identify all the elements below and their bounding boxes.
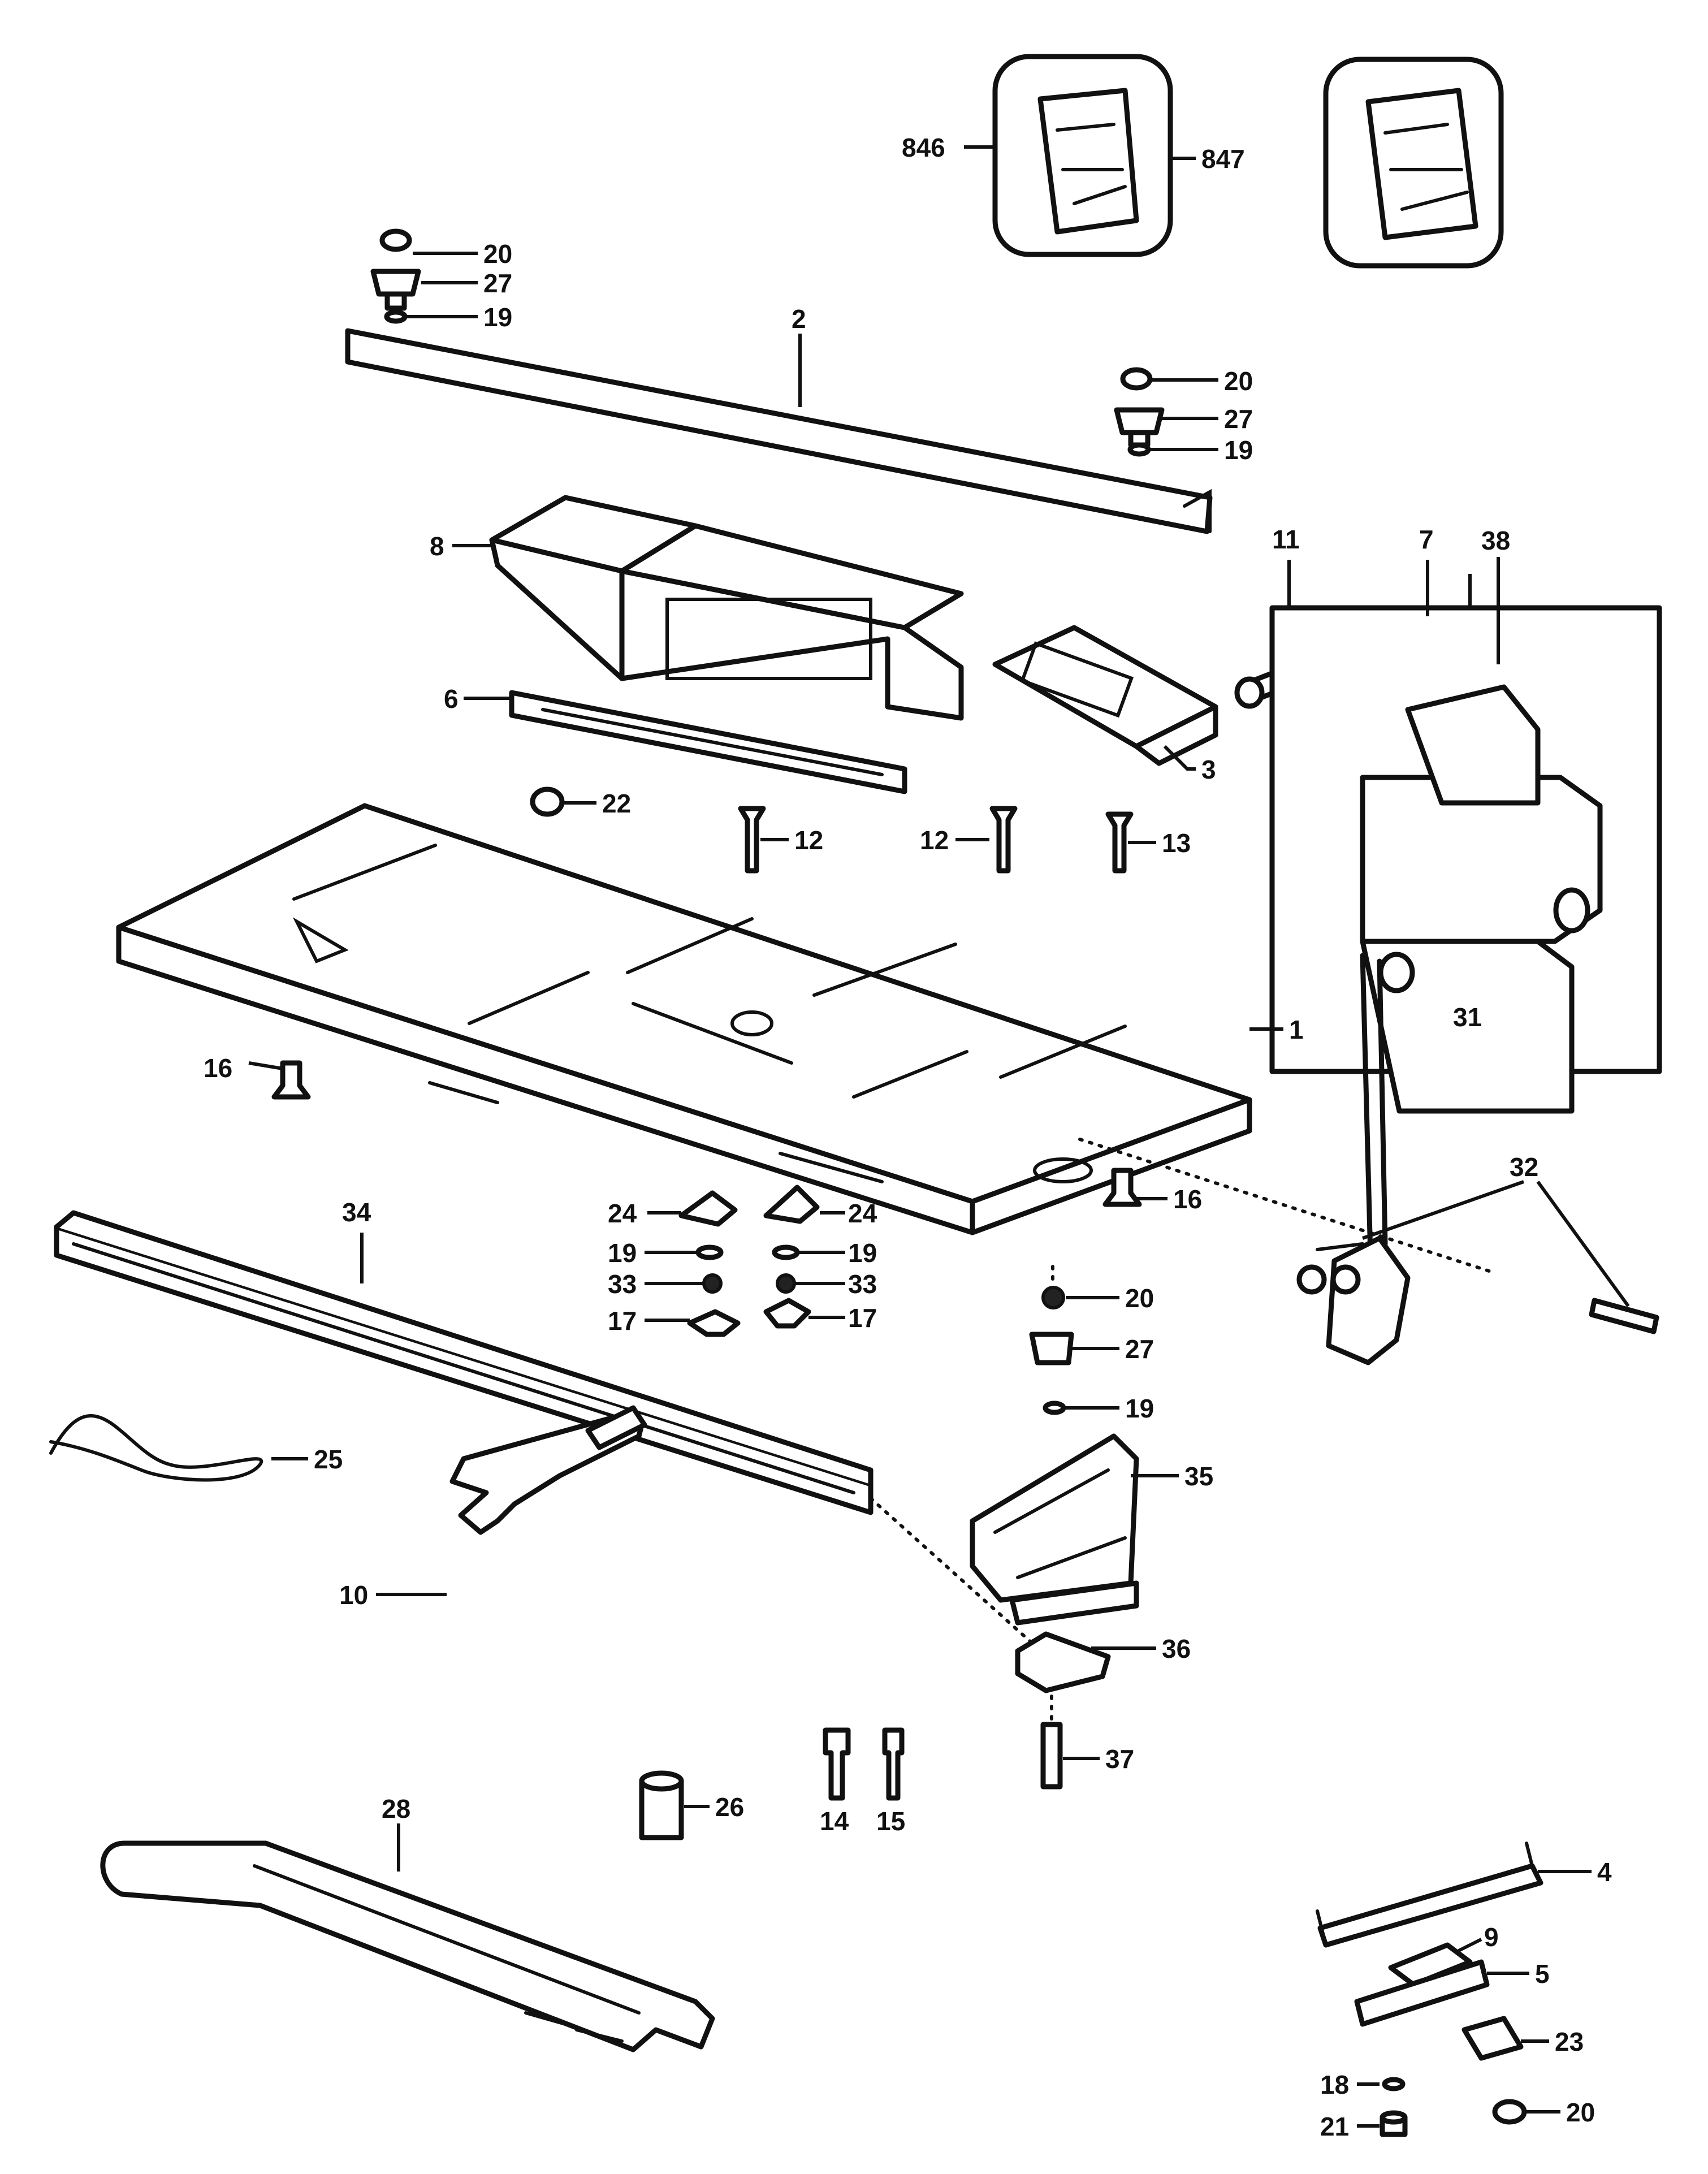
wing-hardware-left (678, 1190, 741, 1337)
bolt-16-left (271, 1060, 311, 1100)
miter-gauge-part-35 (970, 1433, 1139, 1626)
callout-12: 12 (920, 825, 949, 855)
assembly-line-fence-to-knob (869, 1497, 1036, 1647)
bolt-37 (1040, 1695, 1063, 1790)
callout-32: 32 (1510, 1152, 1538, 1182)
callout-20: 20 (1125, 1283, 1154, 1313)
callout-1: 1 (1289, 1015, 1304, 1044)
knob-set-top-left (370, 228, 421, 324)
callout-31: 31 (1453, 1002, 1482, 1032)
knob-set-top-right (1114, 367, 1165, 457)
callout-23: 23 (1555, 2027, 1584, 2056)
callout-12: 12 (794, 825, 823, 855)
callout-21: 21 (1320, 2112, 1349, 2141)
callout-20: 20 (1224, 366, 1253, 396)
callout-16: 16 (204, 1053, 232, 1083)
callout-24: 24 (608, 1199, 637, 1228)
guard-support-part-6 (509, 690, 907, 794)
block-part-23 (1461, 2016, 1524, 2061)
bolt-15 (882, 1727, 905, 1801)
motor-assembly-part-31 (1269, 574, 1662, 1365)
callout-7: 7 (1419, 525, 1434, 554)
callout-28: 28 (382, 1794, 410, 1823)
callout-6: 6 (444, 684, 459, 714)
callout-19: 19 (483, 302, 512, 332)
miter-bar-part-36 (1015, 1631, 1111, 1693)
callout-11: 11 (1272, 525, 1300, 554)
string-part-25 (49, 1414, 263, 1482)
rip-fence-part-34 (54, 1210, 874, 1515)
callout-18: 18 (1320, 2070, 1349, 2099)
nut-part-21 (1380, 2110, 1408, 2137)
screw-12-left (738, 806, 766, 874)
callout-15: 15 (876, 1806, 905, 1836)
slide-rail-part-4 (1316, 1842, 1543, 1948)
knob-set-center (1029, 1265, 1074, 1415)
callout-17: 17 (608, 1306, 637, 1335)
callout-27: 27 (483, 269, 512, 298)
plate-part-9 (1388, 1942, 1473, 1987)
callout-25: 25 (314, 1445, 343, 1474)
callout-34: 34 (342, 1198, 371, 1227)
callout-20: 20 (483, 239, 512, 269)
callout-19: 19 (1224, 435, 1253, 465)
callout-2: 2 (792, 304, 806, 334)
callout-36: 36 (1162, 1634, 1191, 1663)
parts-bag-847 (1323, 57, 1504, 269)
anti-kickback-part-3 (992, 625, 1218, 766)
bolt-14 (823, 1727, 851, 1801)
callout-847: 847 (1201, 144, 1245, 174)
callout-24: 24 (848, 1199, 877, 1228)
nut-part-20-bottom (1492, 2099, 1527, 2125)
spacer-part-26 (639, 1770, 684, 1840)
callout-846: 846 (902, 133, 945, 162)
callout-27: 27 (1224, 404, 1253, 434)
callout-33: 33 (848, 1269, 877, 1299)
callout-8: 8 (430, 531, 444, 561)
callout-26: 26 (715, 1792, 744, 1822)
callout-19: 19 (1125, 1394, 1154, 1423)
callout-38: 38 (1481, 526, 1510, 555)
callout-17: 17 (848, 1303, 877, 1333)
callout-13: 13 (1162, 828, 1191, 858)
parts-bag-846 (992, 54, 1173, 257)
callout-19: 19 (608, 1238, 637, 1268)
bolt-16-right (1102, 1168, 1142, 1207)
callout-9: 9 (1484, 1922, 1499, 1952)
blade-guard-part-8 (489, 495, 964, 721)
callout-19: 19 (848, 1238, 877, 1268)
callout-20: 20 (1566, 2098, 1595, 2127)
wrench-part-10 (449, 1405, 647, 1535)
washer-part-18 (1382, 2077, 1406, 2091)
nut-22 (530, 786, 565, 817)
callout-4: 4 (1597, 1857, 1612, 1887)
slide-part-5 (1354, 1959, 1490, 2027)
callout-5: 5 (1535, 1959, 1550, 1989)
assembly-line-table-to-bolt (1078, 1138, 1494, 1274)
leader-lines (248, 145, 1630, 2128)
callout-22: 22 (602, 789, 631, 818)
callout-33: 33 (608, 1269, 637, 1299)
fence-rail-part-2 (345, 328, 1213, 534)
callout-3: 3 (1201, 755, 1216, 784)
saw-table-part-1 (116, 803, 1252, 1235)
callout-16: 16 (1173, 1185, 1202, 1214)
callout-10: 10 (339, 1580, 368, 1610)
screw-12-right (989, 806, 1018, 874)
callout-37: 37 (1105, 1744, 1134, 1774)
screw-13 (1105, 811, 1134, 874)
wing-hardware-right (763, 1185, 820, 1329)
callout-27: 27 (1125, 1334, 1154, 1364)
callout-labels: 846 847 20 27 19 2 20 27 19 8 11 7 38 6 … (204, 133, 1612, 2141)
callout-14: 14 (820, 1806, 849, 1836)
push-stick-part-28 (100, 1840, 715, 2052)
callout-35: 35 (1184, 1462, 1213, 1491)
